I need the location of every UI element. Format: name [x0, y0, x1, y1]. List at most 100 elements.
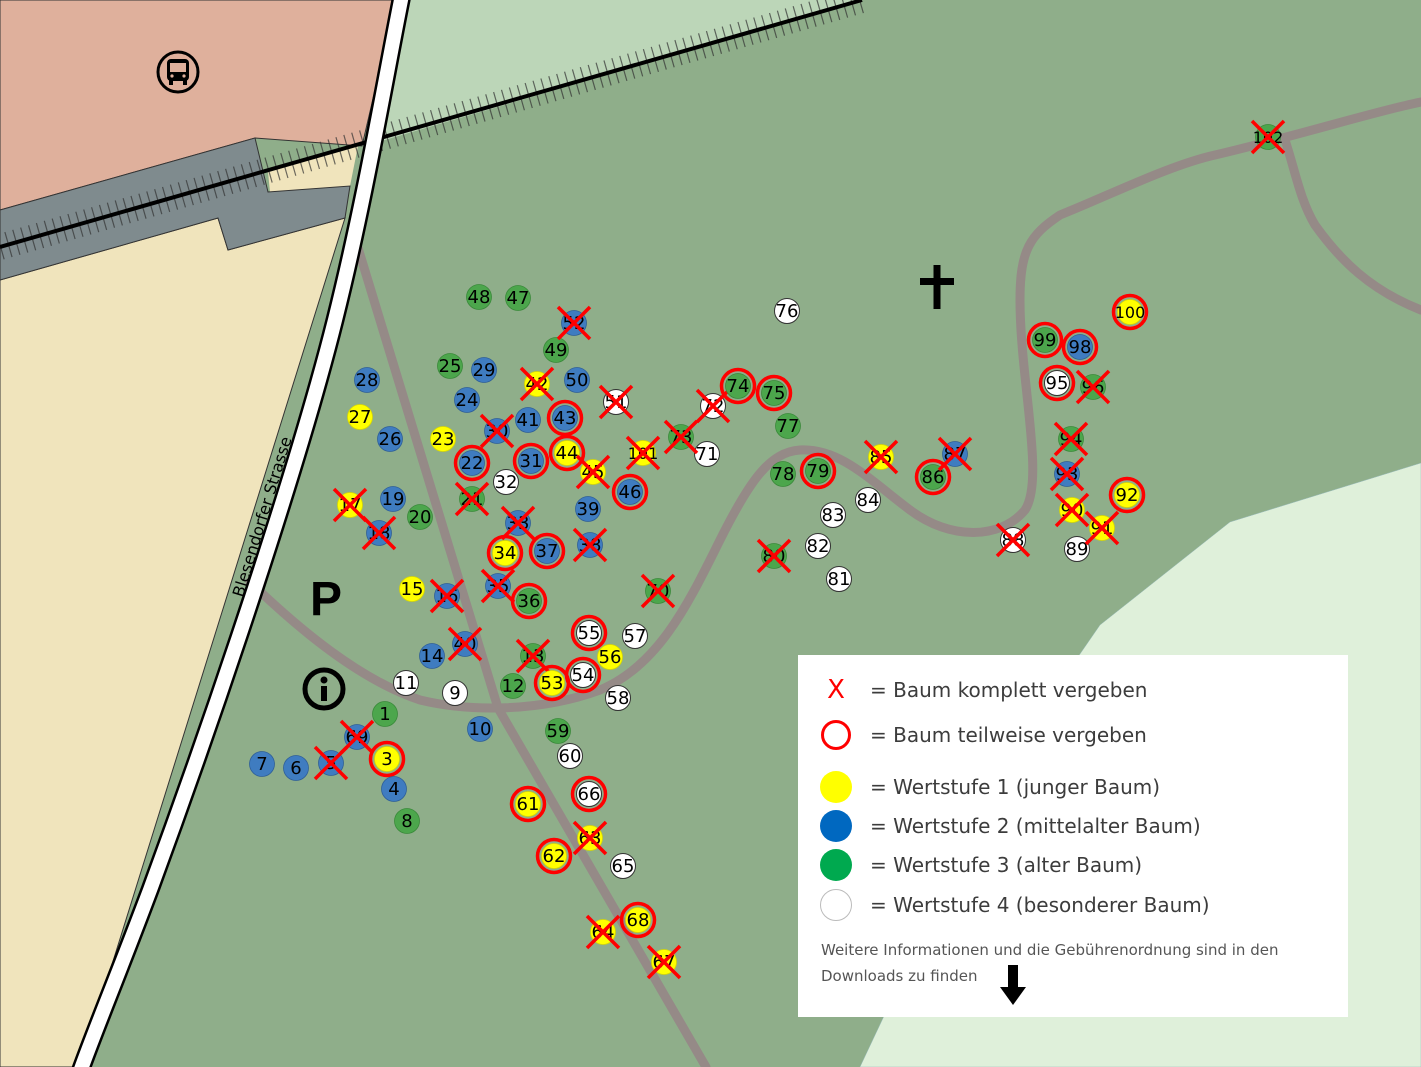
- tree-marker-25[interactable]: 25: [437, 353, 463, 379]
- tree-marker-60[interactable]: 60: [557, 743, 583, 769]
- tree-marker-83[interactable]: 83: [820, 502, 846, 528]
- tree-marker-23[interactable]: 23: [430, 426, 456, 452]
- tree-marker-20[interactable]: 20: [407, 504, 433, 530]
- tree-marker-33[interactable]: 33: [500, 505, 536, 541]
- tree-marker-75[interactable]: 75: [755, 374, 793, 412]
- tree-marker-57[interactable]: 57: [622, 623, 648, 649]
- tree-marker-85[interactable]: 85: [863, 439, 899, 475]
- tree-marker-12[interactable]: 12: [500, 673, 526, 699]
- tree-marker-1[interactable]: 1: [372, 701, 398, 727]
- tree-marker-5[interactable]: 5: [313, 745, 349, 781]
- tree-marker-91[interactable]: 91: [1084, 510, 1120, 546]
- tree-marker-37[interactable]: 37: [528, 532, 566, 570]
- tree-marker-51[interactable]: 51: [598, 384, 634, 420]
- tree-marker-54[interactable]: 54: [564, 656, 602, 694]
- tree-marker-82[interactable]: 82: [805, 533, 831, 559]
- tree-marker-62[interactable]: 62: [535, 837, 573, 875]
- tree-marker-100[interactable]: 100: [1111, 293, 1149, 331]
- tree-marker-88[interactable]: 88: [995, 522, 1031, 558]
- tree-marker-49[interactable]: 49: [543, 337, 569, 363]
- tree-marker-90[interactable]: 90: [1054, 492, 1090, 528]
- tree-marker-18[interactable]: 18: [361, 515, 397, 551]
- parking-icon[interactable]: P: [310, 573, 342, 626]
- tree-marker-9[interactable]: 9: [442, 680, 468, 706]
- tree-marker-74[interactable]: 74: [719, 367, 757, 405]
- tree-marker-102[interactable]: 102: [1250, 119, 1286, 155]
- tree-marker-16[interactable]: 16: [429, 578, 465, 614]
- tree-marker-47[interactable]: 47: [505, 285, 531, 311]
- tree-marker-10[interactable]: 10: [467, 716, 493, 742]
- tree-marker-15[interactable]: 15: [399, 576, 425, 602]
- tree-marker-8[interactable]: 8: [394, 808, 420, 834]
- tree-marker-32[interactable]: 32: [493, 469, 519, 495]
- tree-marker-53[interactable]: 53: [533, 664, 571, 702]
- tree-marker-22[interactable]: 22: [453, 444, 491, 482]
- tree-marker-3[interactable]: 3: [368, 740, 406, 778]
- download-arrow-icon[interactable]: [998, 965, 1028, 1007]
- tree-marker-67[interactable]: 67: [646, 944, 682, 980]
- tree-marker-69[interactable]: 69: [339, 719, 375, 755]
- tree-marker-28[interactable]: 28: [354, 367, 380, 393]
- tree-marker-13[interactable]: 13: [515, 638, 551, 674]
- tree-marker-7[interactable]: 7: [249, 751, 275, 777]
- tree-marker-95[interactable]: 95: [1038, 364, 1076, 402]
- info-icon[interactable]: [302, 667, 346, 711]
- tree-marker-93[interactable]: 93: [1049, 456, 1085, 492]
- tree-marker-64[interactable]: 64: [585, 914, 621, 950]
- tree-marker-31[interactable]: 31: [512, 442, 550, 480]
- tree-marker-55[interactable]: 55: [570, 614, 608, 652]
- tree-marker-38[interactable]: 38: [572, 527, 608, 563]
- tree-marker-79[interactable]: 79: [799, 452, 837, 490]
- bus-stop-icon[interactable]: [156, 50, 200, 94]
- tree-marker-4[interactable]: 4: [381, 776, 407, 802]
- tree-marker-21[interactable]: 21: [454, 481, 490, 517]
- tree-marker-58[interactable]: 58: [605, 685, 631, 711]
- tree-marker-71[interactable]: 71: [694, 441, 720, 467]
- tree-marker-81[interactable]: 81: [826, 566, 852, 592]
- tree-marker-61[interactable]: 61: [509, 785, 547, 823]
- tree-marker-26[interactable]: 26: [377, 426, 403, 452]
- tree-marker-39[interactable]: 39: [575, 496, 601, 522]
- tree-marker-59[interactable]: 59: [545, 718, 571, 744]
- tree-marker-52[interactable]: 52: [556, 305, 592, 341]
- tree-marker-56[interactable]: 56: [597, 644, 623, 670]
- tree-marker-65[interactable]: 65: [610, 853, 636, 879]
- tree-marker-89[interactable]: 89: [1064, 536, 1090, 562]
- tree-marker-50[interactable]: 50: [564, 367, 590, 393]
- tree-marker-6[interactable]: 6: [283, 755, 309, 781]
- tree-marker-35[interactable]: 35: [480, 568, 516, 604]
- tree-marker-78[interactable]: 78: [770, 461, 796, 487]
- tree-marker-41[interactable]: 41: [515, 407, 541, 433]
- tree-marker-11[interactable]: 11: [393, 670, 419, 696]
- tree-marker-30[interactable]: 30: [479, 413, 515, 449]
- tree-marker-68[interactable]: 68: [619, 901, 657, 939]
- tree-marker-92[interactable]: 92: [1108, 476, 1146, 514]
- tree-marker-80[interactable]: 80: [756, 538, 792, 574]
- tree-marker-73[interactable]: 73: [663, 419, 699, 455]
- tree-marker-48[interactable]: 48: [466, 284, 492, 310]
- tree-marker-27[interactable]: 27: [347, 404, 373, 430]
- tree-marker-44[interactable]: 44: [548, 434, 586, 472]
- tree-marker-72[interactable]: 72: [695, 388, 731, 424]
- tree-marker-29[interactable]: 29: [471, 357, 497, 383]
- tree-marker-63[interactable]: 63: [572, 820, 608, 856]
- tree-marker-42[interactable]: 42: [519, 366, 555, 402]
- tree-marker-86[interactable]: 86: [914, 458, 952, 496]
- tree-marker-17[interactable]: 17: [332, 487, 368, 523]
- tree-marker-96[interactable]: 96: [1075, 369, 1111, 405]
- tree-marker-24[interactable]: 24: [454, 387, 480, 413]
- tree-marker-101[interactable]: 101: [625, 435, 661, 471]
- tree-marker-34[interactable]: 34: [486, 534, 524, 572]
- tree-marker-14[interactable]: 14: [419, 643, 445, 669]
- tree-marker-43[interactable]: 43: [546, 399, 584, 437]
- tree-marker-66[interactable]: 66: [570, 775, 608, 813]
- tree-marker-46[interactable]: 46: [611, 473, 649, 511]
- tree-marker-98[interactable]: 98: [1061, 328, 1099, 366]
- tree-marker-45[interactable]: 45: [575, 454, 611, 490]
- tree-marker-84[interactable]: 84: [855, 487, 881, 513]
- tree-marker-36[interactable]: 36: [510, 582, 548, 620]
- tree-marker-77[interactable]: 77: [775, 413, 801, 439]
- tree-marker-76[interactable]: 76: [774, 298, 800, 324]
- tree-marker-70[interactable]: 70: [640, 573, 676, 609]
- tree-marker-94[interactable]: 94: [1053, 421, 1089, 457]
